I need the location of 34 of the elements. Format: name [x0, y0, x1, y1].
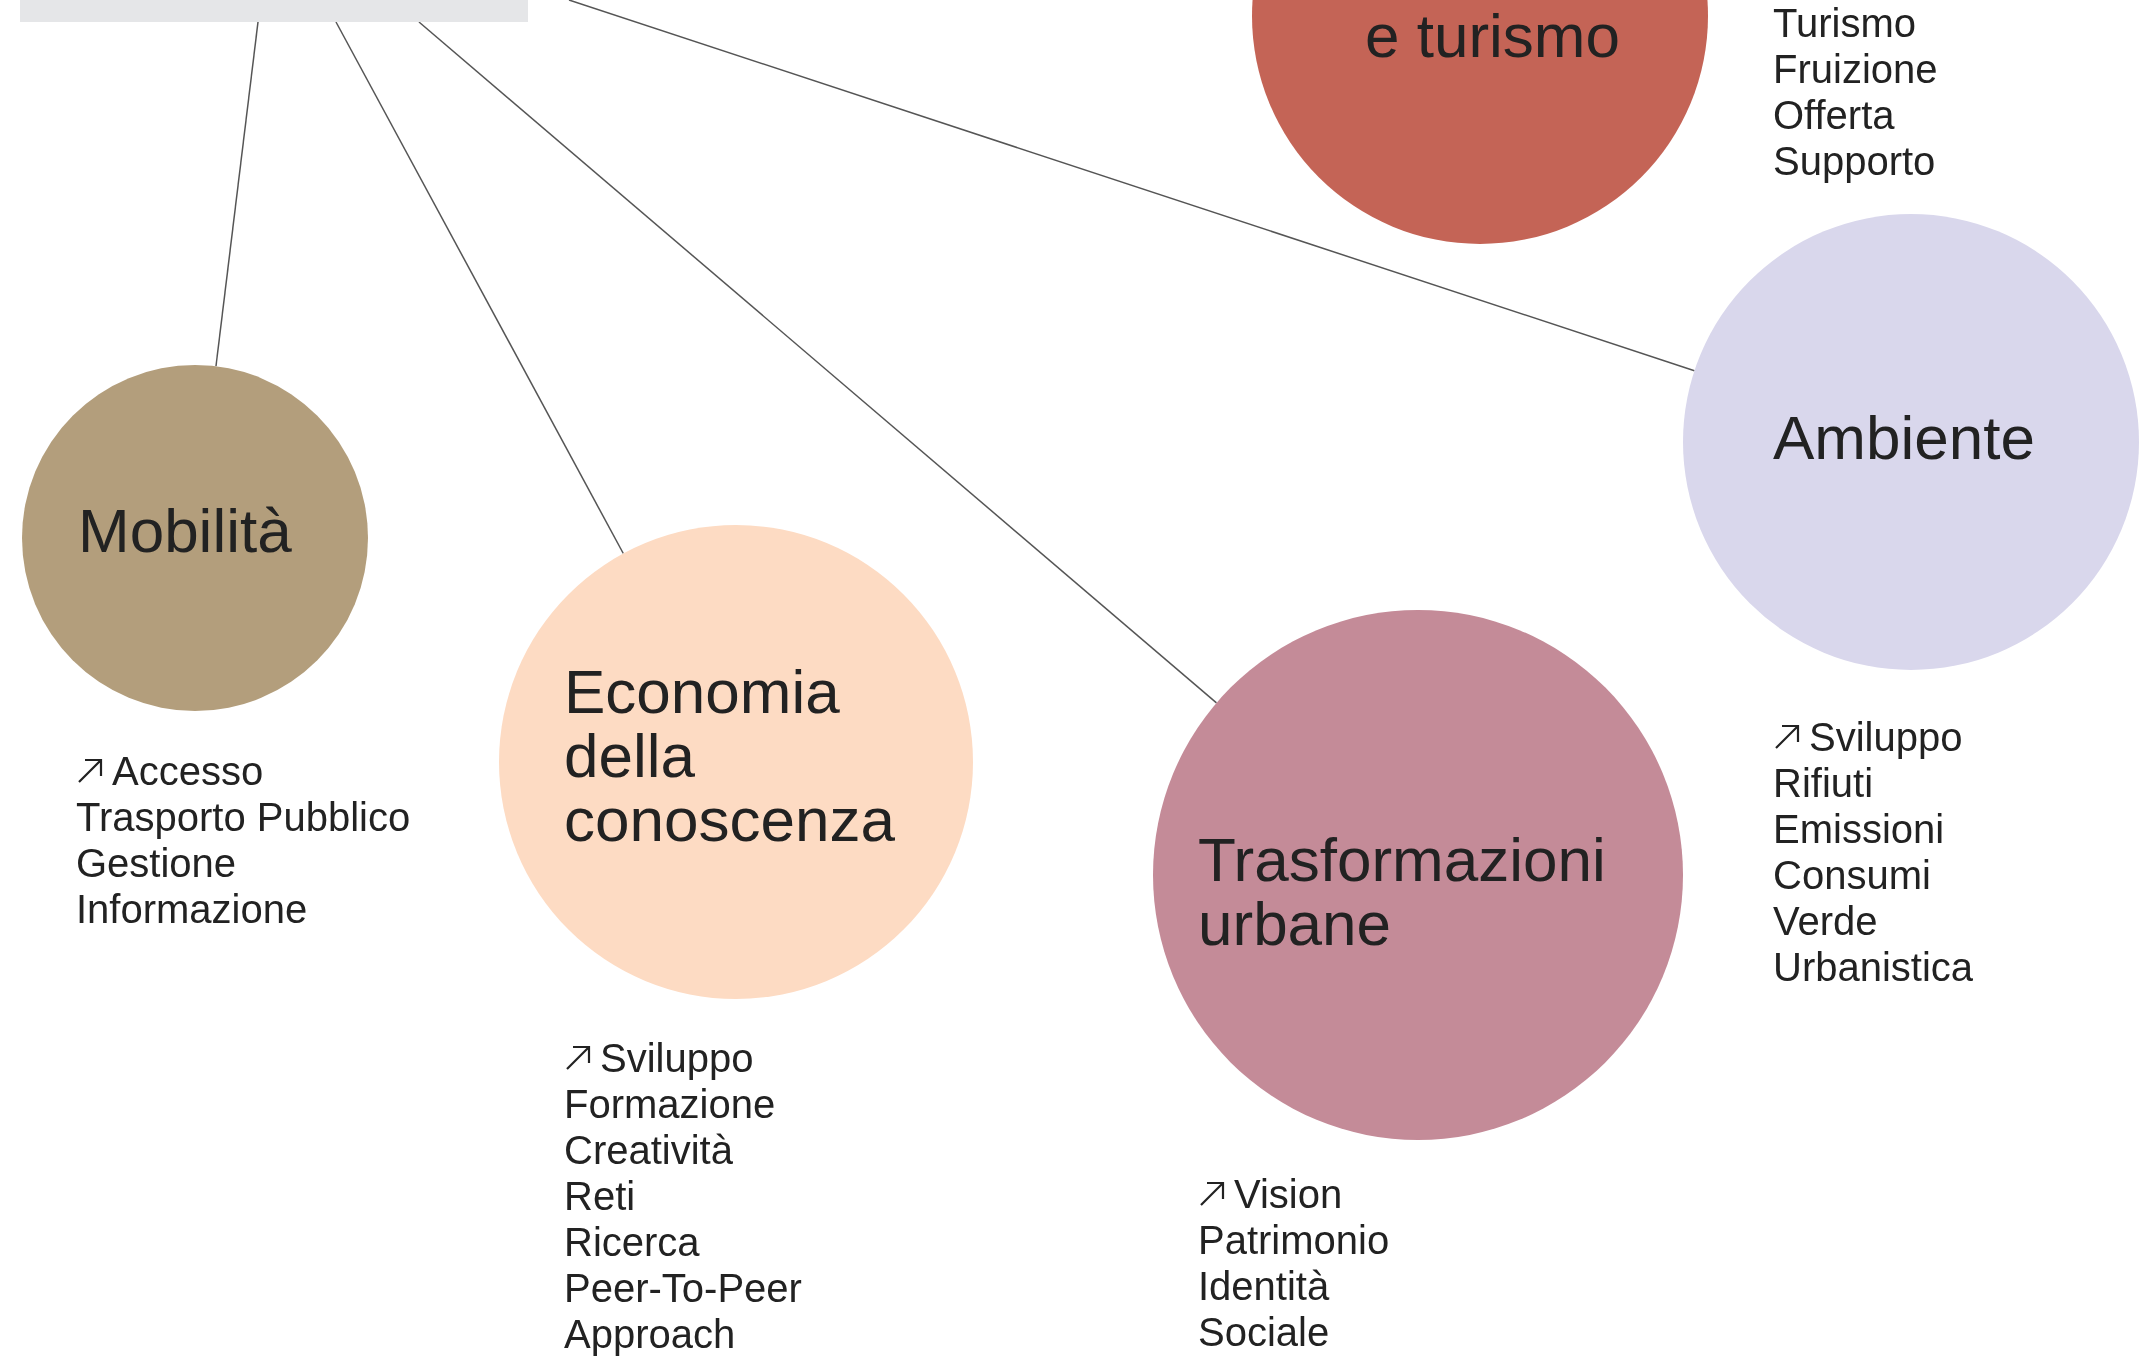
- topic-item: Emissioni: [1773, 806, 1945, 852]
- connector-line: [568, 0, 1696, 372]
- topic-item: Approach: [564, 1311, 736, 1357]
- connector-line: [215, 21, 259, 368]
- topic-item: Creatività: [564, 1127, 733, 1173]
- topic-item: Turismo: [1773, 0, 1916, 46]
- topic-item: Sviluppo: [600, 1035, 754, 1081]
- topic-item: Patrimonio: [1198, 1217, 1390, 1263]
- topic-item: Supporto: [1773, 138, 1936, 184]
- topic-item: Sviluppo: [1809, 714, 1963, 760]
- topic-item: Accesso: [112, 748, 264, 794]
- connector-line: [335, 21, 625, 555]
- topic-item: Reti: [564, 1173, 636, 1219]
- topic-item: Formazione: [564, 1081, 776, 1127]
- topic-item: Urbanistica: [1773, 944, 1974, 990]
- circle-title: Ambiente: [1773, 406, 2036, 470]
- topic-item: Consumi: [1773, 852, 1931, 898]
- circle-title: Trasformazioni urbane: [1198, 828, 1607, 956]
- topic-item: Vision: [1234, 1171, 1343, 1217]
- topic-item: Verde: [1773, 898, 1878, 944]
- circle-title: Economia della conoscenza: [564, 660, 896, 852]
- circle-title: e turismo: [1365, 4, 1621, 68]
- topic-item: Trasporto Pubblico: [76, 794, 411, 840]
- topic-item: Ricerca: [564, 1219, 700, 1265]
- topic-item: Identità: [1198, 1263, 1330, 1309]
- circle-title: Mobilità: [78, 499, 293, 563]
- topic-item: Informazione: [76, 886, 308, 932]
- topic-item: Offerta: [1773, 92, 1895, 138]
- connector-line: [418, 21, 1218, 704]
- topic-item: Fruizione: [1773, 46, 1938, 92]
- topic-item: Sociale: [1198, 1309, 1330, 1355]
- topic-item: Gestione: [76, 840, 237, 886]
- topic-item: Rifiuti: [1773, 760, 1874, 806]
- topic-item: Peer-To-Peer: [564, 1265, 802, 1311]
